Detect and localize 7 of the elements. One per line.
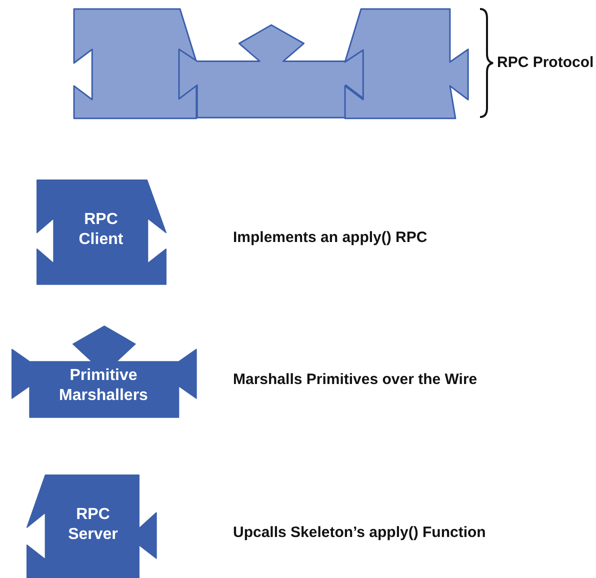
description-text: Implements an apply() RPC xyxy=(233,229,428,246)
description-text: Marshalls Primitives over the Wire xyxy=(233,371,478,388)
node-label: RPC Client xyxy=(78,210,124,250)
node-label: Primitive Marshallers xyxy=(58,366,149,406)
node-label: RPC Server xyxy=(67,505,119,545)
description-text: Upcalls Skeleton’s apply() Function xyxy=(233,524,486,541)
bracket-label: RPC Protocol xyxy=(497,54,594,71)
